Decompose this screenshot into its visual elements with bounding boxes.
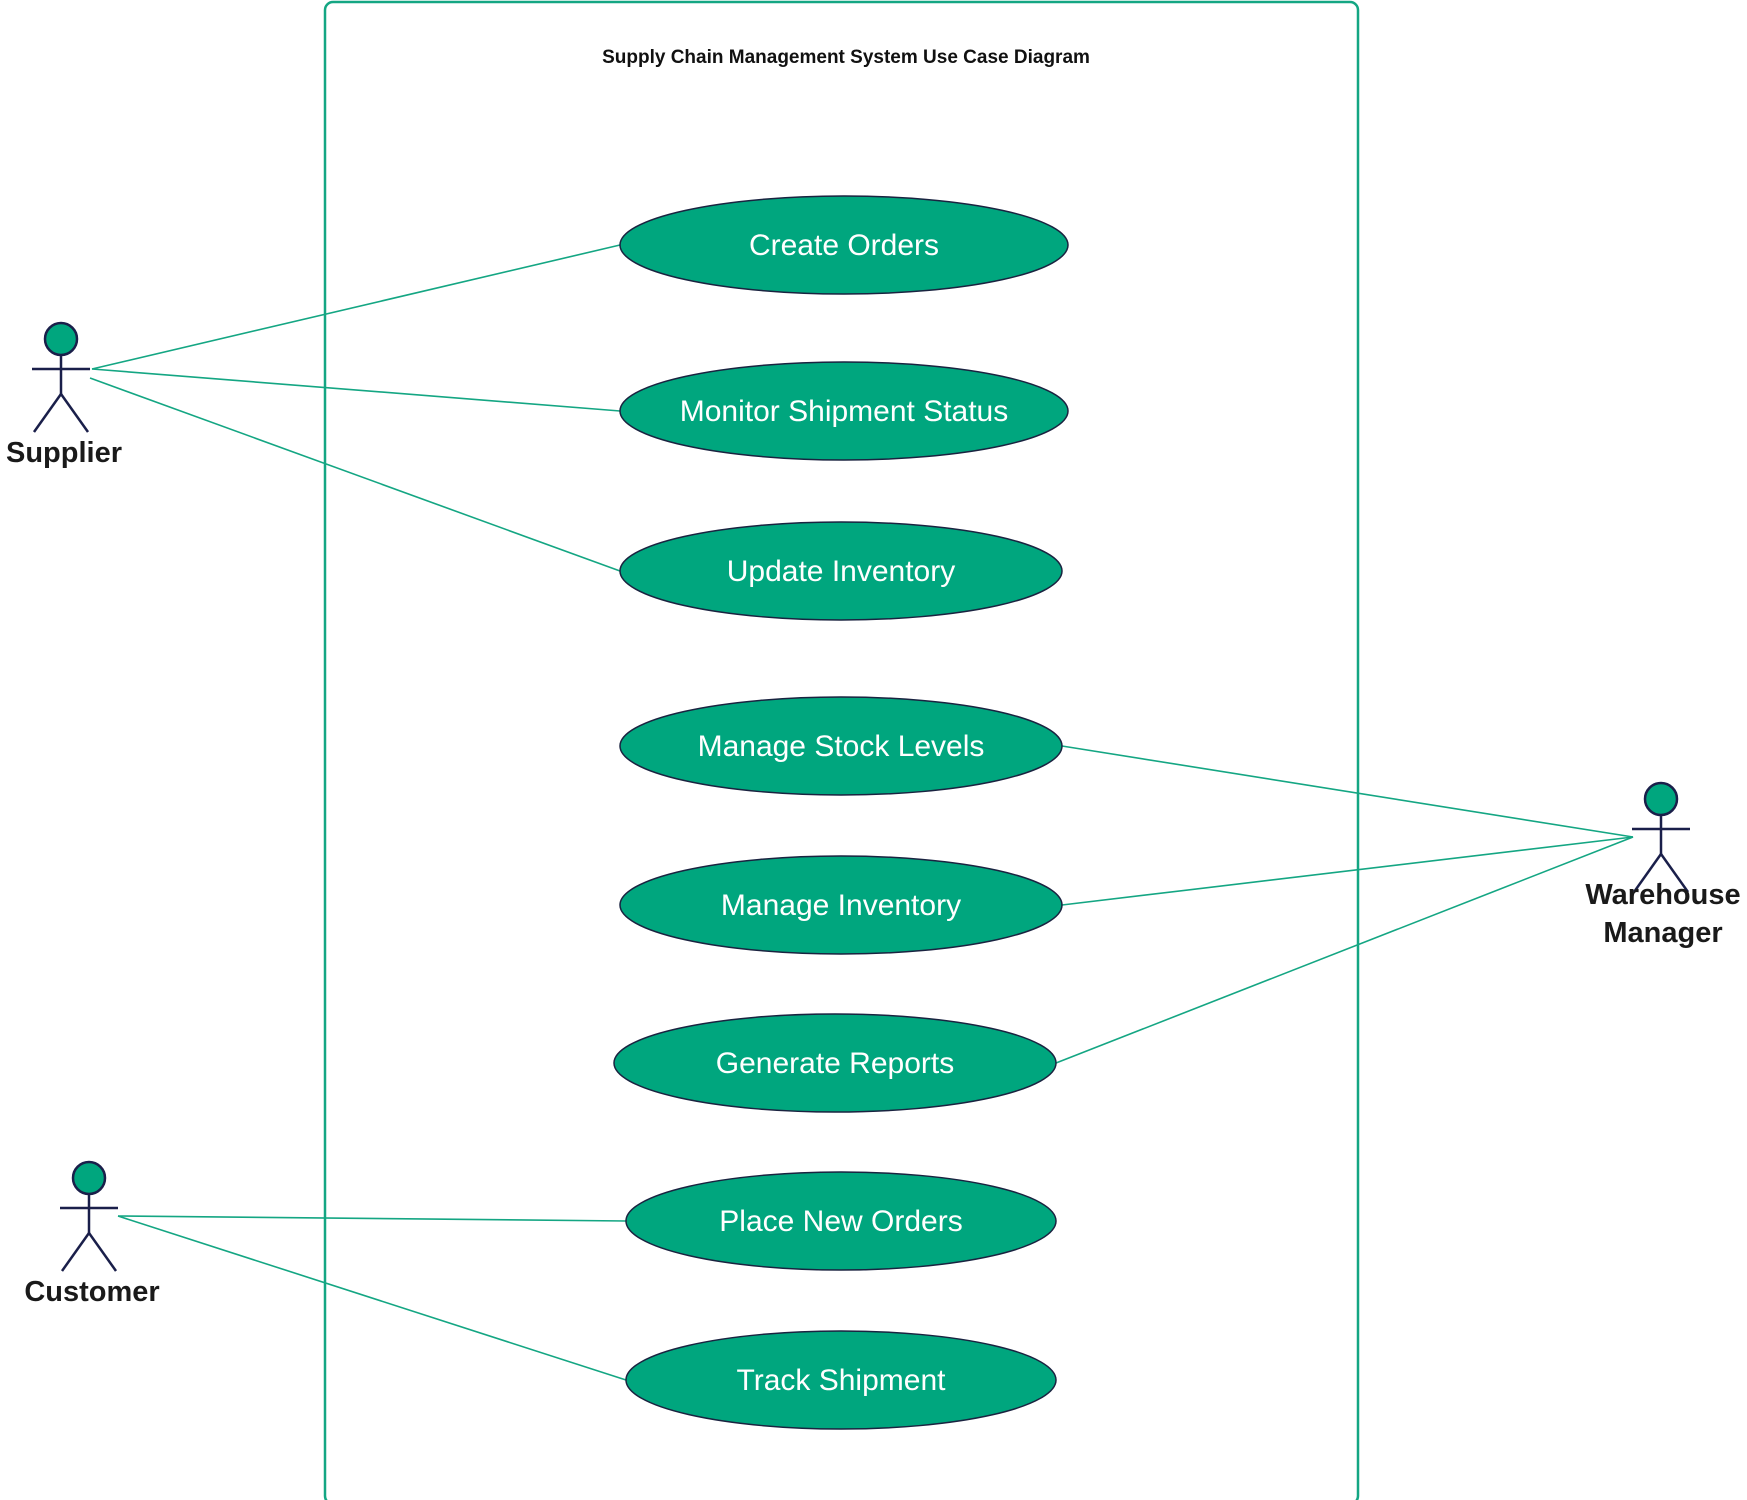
association-line-customer-place-new-orders [117, 1215, 627, 1222]
use-case-label: Monitor Shipment Status [680, 395, 1009, 428]
use-case-manage-stock-levels[interactable]: Manage Stock Levels [619, 696, 1063, 796]
association-line-supplier-monitor-shipment-status [91, 368, 621, 412]
actor-name-label: Supplier [6, 437, 122, 469]
diagram-title: Supply Chain Management System Use Case … [602, 47, 1090, 68]
actor-name-label: Manager [1603, 917, 1722, 949]
actor-head [43, 321, 79, 357]
association-line-supplier-create-orders [91, 244, 621, 370]
system-boundary [323, 0, 1360, 1500]
use-case-label: Manage Inventory [721, 889, 961, 922]
association-line-warehouse-manager-generate-reports [1055, 836, 1634, 1064]
use-case-label: Update Inventory [727, 555, 955, 588]
actor-name-label: Warehouse [1585, 879, 1740, 911]
actor-name-label: Customer [24, 1276, 159, 1308]
association-line-supplier-update-inventory [89, 377, 621, 572]
use-case-place-new-orders[interactable]: Place New Orders [625, 1171, 1057, 1271]
actor-left-leg [32, 393, 63, 433]
association-layer [89, 244, 1634, 1381]
actor-customer[interactable]: Customer [24, 1160, 160, 1308]
use-case-label: Track Shipment [737, 1364, 947, 1397]
association-line-warehouse-manager-manage-stock-levels [1061, 745, 1634, 838]
actor-right-leg [1659, 853, 1690, 893]
use-case-ellipse[interactable] [625, 1330, 1057, 1430]
use-case-ellipse[interactable] [619, 195, 1069, 295]
use-case-ellipse[interactable] [619, 521, 1063, 621]
actor-head [1643, 781, 1679, 817]
actor-right-leg [59, 393, 90, 433]
use-case-ellipse[interactable] [619, 361, 1069, 461]
actor-right-leg [87, 1232, 118, 1272]
association-line-customer-track-shipment [117, 1215, 627, 1381]
use-case-generate-reports[interactable]: Generate Reports [613, 1013, 1057, 1113]
use-case-manage-inventory[interactable]: Manage Inventory [619, 855, 1063, 955]
actor-supplier[interactable]: Supplier [6, 321, 122, 469]
use-case-ellipse[interactable] [613, 1013, 1057, 1113]
actor-head [71, 1160, 107, 1196]
use-case-label: Manage Stock Levels [698, 730, 985, 763]
use-case-label: Place New Orders [719, 1205, 962, 1238]
use-case-label: Generate Reports [716, 1047, 954, 1080]
use-case-monitor-shipment-status[interactable]: Monitor Shipment Status [619, 361, 1069, 461]
actor-left-leg [1632, 853, 1663, 893]
use-case-ellipse[interactable] [619, 855, 1063, 955]
use-case-label: Create Orders [749, 229, 939, 262]
use-case-ellipse[interactable] [625, 1171, 1057, 1271]
association-line-warehouse-manager-manage-inventory [1061, 836, 1634, 906]
use-case-create-orders[interactable]: Create Orders [619, 195, 1069, 295]
use-case-ellipse[interactable] [619, 696, 1063, 796]
use-case-track-shipment[interactable]: Track Shipment [625, 1330, 1057, 1430]
actor-left-leg [60, 1232, 91, 1272]
use-case-update-inventory[interactable]: Update Inventory [619, 521, 1063, 621]
